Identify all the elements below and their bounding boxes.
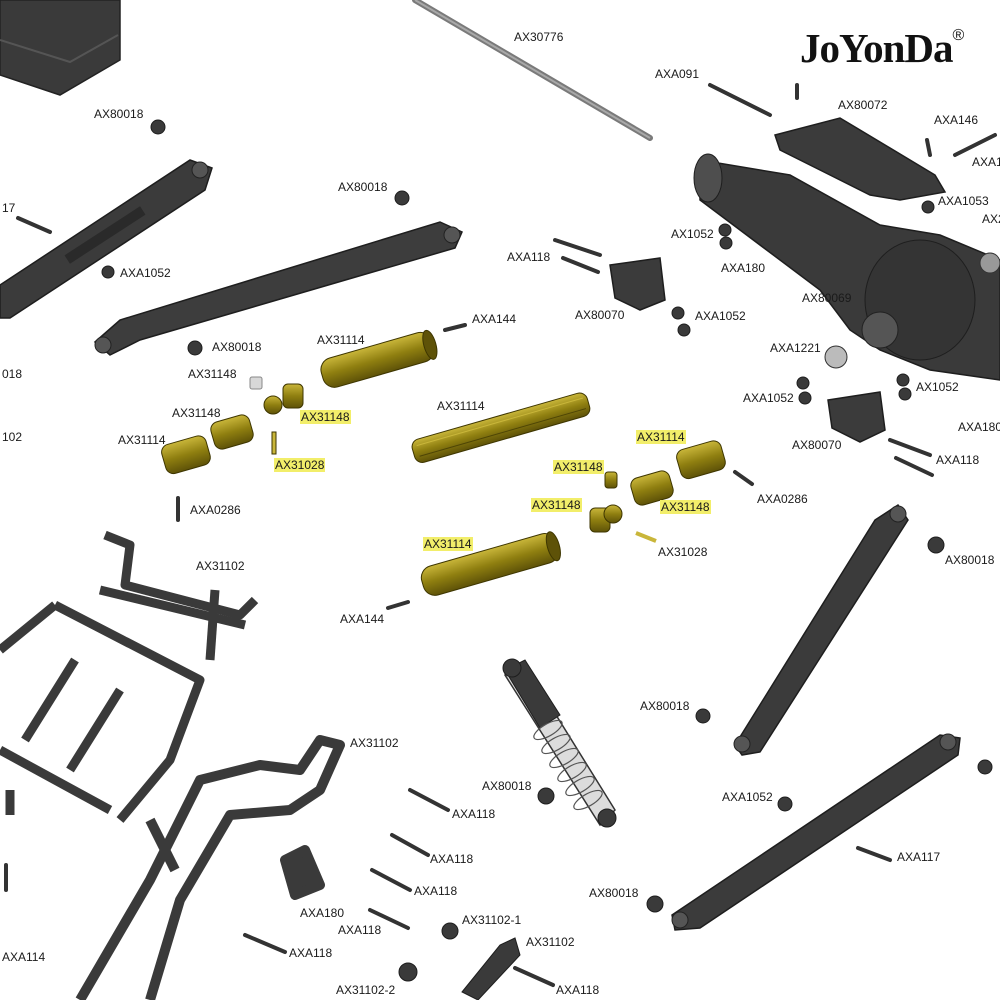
part-label: AX31148 — [531, 498, 582, 512]
part-label: AXA0286 — [757, 492, 808, 506]
part-label: AX80072 — [838, 98, 888, 112]
part-label: AX31148 — [300, 410, 351, 424]
part-label: AX31102 — [350, 736, 399, 750]
part-label: AXA118 — [936, 453, 980, 467]
part-label: AX80018 — [482, 779, 532, 793]
bumper-frame — [0, 530, 259, 823]
part-label: AXA117 — [897, 850, 941, 864]
part-label: AXA144 — [472, 312, 517, 326]
part-label: AX31114 — [118, 433, 166, 447]
part-label: AX31102 — [196, 559, 245, 573]
center-long-link — [93, 221, 463, 356]
part-label: AX31102-2 — [336, 983, 396, 997]
part-label: AX31114 — [423, 537, 473, 551]
part-label: AX31102-1 — [462, 913, 522, 927]
part-label: AXA1052 — [695, 309, 746, 323]
part-label: AXA118 — [289, 946, 333, 960]
registered-mark: ® — [952, 27, 964, 44]
part-label: AXA1 — [972, 155, 1000, 169]
part-label: AX30776 — [514, 30, 564, 44]
driveshaft-parts — [161, 329, 726, 596]
part-label: AX80018 — [94, 107, 144, 121]
part-label: AXA1052 — [743, 391, 794, 405]
part-label: AX80018 — [589, 886, 639, 900]
part-label: AXA0286 — [190, 503, 241, 517]
part-label: AX31114 — [636, 430, 686, 444]
part-label: AX31148 — [553, 460, 604, 474]
right-long-link — [733, 503, 909, 756]
part-label: 17 — [2, 201, 16, 215]
brand-name: JoYonDa — [800, 25, 953, 71]
part-label: AXA1221 — [770, 341, 821, 355]
upper-plate — [774, 117, 947, 201]
nuts — [101, 119, 993, 982]
part-label: AXA118 — [507, 250, 551, 264]
part-label: AXA1052 — [120, 266, 171, 280]
link-mounts — [609, 257, 886, 443]
part-label: AXA118 — [414, 884, 458, 898]
part-label: AX1052 — [671, 227, 714, 241]
part-label: AXA1052 — [722, 790, 773, 804]
part-label: AXA180 — [721, 261, 766, 275]
part-label: AX31114 — [437, 399, 485, 413]
part-label: AX31028 — [274, 458, 326, 472]
part-label: AX31148 — [172, 406, 221, 420]
shock-absorber — [502, 658, 617, 828]
lower-bracket — [461, 937, 521, 1000]
part-label: AXA091 — [655, 67, 700, 81]
part-label: AXA144 — [340, 612, 385, 626]
part-label: 018 — [2, 367, 23, 381]
part-label: AX80070 — [792, 438, 842, 452]
battery-tray — [0, 0, 121, 96]
part-label: AX80070 — [575, 308, 625, 322]
upper-left-link — [0, 159, 213, 319]
part-label: AX31114 — [317, 333, 365, 347]
steering-rod — [412, 0, 653, 141]
lower-right-link — [671, 733, 961, 931]
part-label: AXA146 — [934, 113, 979, 127]
chassis-side — [75, 735, 345, 1000]
part-label: AX31148 — [188, 367, 237, 381]
part-label: AX80018 — [640, 699, 690, 713]
part-label: AX31102 — [526, 935, 575, 949]
part-label: AX80018 — [945, 553, 995, 567]
part-label: AX80018 — [338, 180, 388, 194]
part-label: AXA118 — [452, 807, 496, 821]
part-label: AX2 — [982, 212, 1000, 226]
part-label: AX31148 — [660, 500, 711, 514]
part-label: AXA118 — [430, 852, 474, 866]
part-label: 102 — [2, 430, 23, 444]
part-label: AXA180 — [958, 420, 1000, 434]
part-label: AX1052 — [916, 380, 959, 394]
part-label: AX80069 — [802, 291, 852, 305]
bolts — [4, 83, 997, 987]
brand-logo: JoYonDa® — [800, 14, 964, 71]
part-label: AXA118 — [556, 983, 600, 997]
part-label: AX80018 — [212, 340, 262, 354]
part-label: AXA118 — [338, 923, 382, 937]
axle-housing — [693, 153, 1000, 381]
part-label: AXA114 — [2, 950, 46, 964]
part-label: AXA1053 — [938, 194, 989, 208]
part-label: AX31028 — [658, 545, 708, 559]
part-label: AXA180 — [300, 906, 345, 920]
